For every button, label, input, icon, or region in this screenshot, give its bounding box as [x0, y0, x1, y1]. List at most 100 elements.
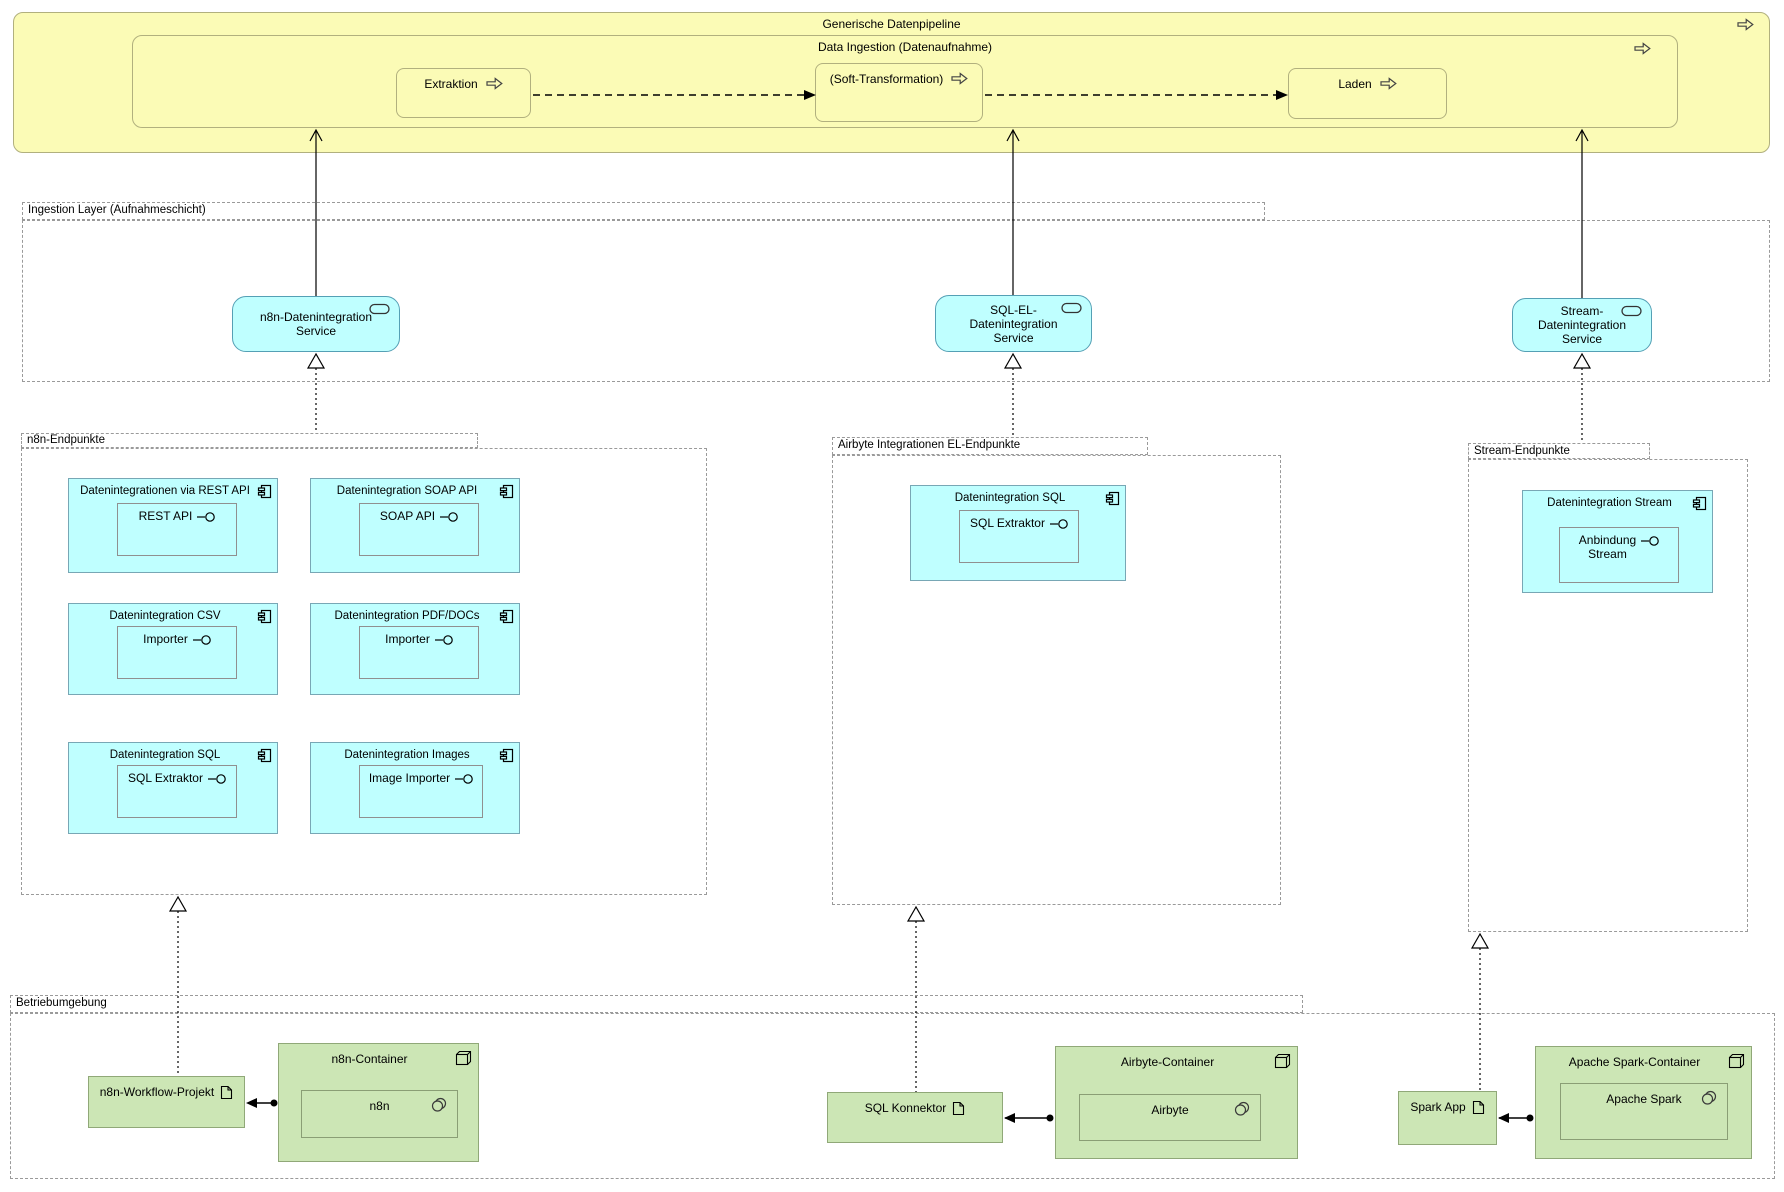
system-software-label: n8n — [369, 1099, 390, 1113]
component-soap-api: Datenintegration SOAP API SOAP API — [310, 478, 520, 573]
group-ingestion-layer-body — [22, 220, 1770, 382]
service-stream-datenintegration: Stream- Datenintegration Service — [1512, 298, 1652, 352]
process-arrow-icon — [1380, 77, 1397, 90]
group-n8n-endpunkte-body — [21, 448, 707, 895]
group-betriebumgebung-tab: Betriebumgebung — [10, 995, 1303, 1013]
interface-box: Importer — [117, 626, 237, 679]
interface-lollipop-icon — [440, 512, 458, 522]
realization-lines — [177, 368, 1583, 1092]
service-sql-el-datenintegration: SQL-EL- Datenintegration Service — [935, 295, 1092, 352]
component-icon — [499, 609, 514, 624]
system-software-icon — [1234, 1101, 1250, 1116]
interface-box: SQL Extraktor — [117, 765, 237, 818]
process-soft-transformation: (Soft-Transformation) — [815, 63, 983, 122]
group-n8n-endpunkte-tab: n8n-Endpunkte — [21, 433, 478, 448]
component-icon — [1692, 496, 1707, 511]
node-title: n8n-Container — [331, 1052, 408, 1066]
interface-lollipop-icon — [192, 635, 211, 645]
component-stream: Datenintegration Stream Anbindung Stream — [1522, 490, 1713, 593]
interface-box: SOAP API — [359, 503, 479, 556]
group-betriebumgebung-title: Betriebumgebung — [16, 997, 107, 1009]
process-label: Laden — [1338, 77, 1372, 91]
system-software-apache-spark: Apache Spark — [1560, 1083, 1728, 1140]
component-pdf-docs: Datenintegration PDF/DOCs Importer — [310, 603, 520, 695]
component-title: Datenintegration Stream — [1547, 497, 1672, 509]
artifact-label: n8n-Workflow-Projekt — [99, 1085, 215, 1099]
system-software-icon — [431, 1097, 447, 1112]
component-rest-api: Datenintegrationen via REST API REST API — [68, 478, 278, 573]
interface-label: SOAP API — [379, 509, 436, 523]
artifact-label: Spark App — [1410, 1100, 1466, 1114]
component-icon — [499, 748, 514, 763]
interface-lollipop-icon — [455, 774, 473, 784]
interface-lollipop-icon — [1049, 519, 1068, 529]
flow-arrowhead — [804, 90, 816, 100]
component-icon — [499, 484, 514, 499]
component-csv: Datenintegration CSV Importer — [68, 603, 278, 695]
service-pill-icon — [369, 303, 390, 315]
interface-box: REST API — [117, 503, 237, 556]
system-software-airbyte: Airbyte — [1079, 1094, 1261, 1141]
interface-box: SQL Extraktor — [959, 510, 1079, 563]
node-cube-icon — [455, 1050, 472, 1066]
process-arrow-icon — [1634, 42, 1651, 55]
component-icon — [257, 609, 272, 624]
interface-label: Importer — [143, 632, 188, 646]
component-title: Datenintegration SQL — [109, 749, 221, 761]
artifact-sql-konnektor: SQL Konnektor — [827, 1092, 1003, 1143]
component-icon — [1105, 491, 1120, 506]
system-software-n8n: n8n — [301, 1090, 458, 1138]
component-title: Datenintegration PDF/DOCs — [334, 610, 480, 622]
access-endings — [246, 1098, 1534, 1123]
component-title: Datenintegrationen via REST API — [80, 485, 250, 497]
process-title: Generische Datenpipeline — [822, 17, 961, 31]
group-n8n-endpunkte-title: n8n-Endpunkte — [27, 434, 106, 446]
artifact-document-icon — [1472, 1100, 1484, 1115]
interface-label: SQL Extraktor — [970, 516, 1045, 530]
node-title: Apache Spark-Container — [1568, 1055, 1701, 1069]
interface-lollipop-icon — [197, 512, 216, 522]
component-images: Datenintegration Images Image Importer — [310, 742, 520, 834]
process-arrow-icon — [486, 77, 503, 90]
group-ingestion-layer-tab: Ingestion Layer (Aufnahmeschicht) — [22, 202, 1265, 220]
artifact-spark-app: Spark App — [1398, 1091, 1497, 1145]
node-cube-icon — [1274, 1053, 1291, 1069]
node-cube-icon — [1728, 1053, 1745, 1069]
process-extraktion: Extraktion — [396, 68, 531, 118]
realization-triangles — [168, 352, 1592, 949]
process-label: Extraktion — [424, 77, 478, 91]
system-software-label: Apache Spark — [1606, 1092, 1682, 1106]
group-stream-endpunkte-body — [1468, 459, 1748, 932]
group-stream-endpunkte-title: Stream-Endpunkte — [1474, 445, 1570, 457]
function-title: Data Ingestion (Datenaufnahme) — [817, 40, 993, 54]
service-pill-icon — [1621, 305, 1642, 317]
serving-arrows — [309, 128, 1589, 298]
group-betriebumgebung-body — [10, 1013, 1775, 1179]
service-pill-icon — [1061, 302, 1082, 314]
node-apache-spark-container: Apache Spark-Container Apache Spark — [1535, 1046, 1752, 1159]
node-airbyte-container: Airbyte-Container Airbyte — [1055, 1046, 1298, 1159]
process-arrow-icon — [951, 72, 969, 85]
flow-arrowhead — [1276, 90, 1288, 100]
interface-box: Image Importer — [359, 765, 483, 818]
system-software-icon — [1701, 1090, 1717, 1105]
artifact-document-icon — [953, 1101, 965, 1116]
service-n8n-datenintegration: n8n-Datenintegration Service — [232, 296, 400, 352]
service-label: Stream- Datenintegration Service — [1537, 304, 1627, 346]
node-n8n-container: n8n-Container n8n — [278, 1043, 479, 1162]
process-label: (Soft-Transformation) — [829, 72, 944, 86]
process-laden: Laden — [1288, 68, 1447, 119]
service-label: n8n-Datenintegration Service — [259, 310, 373, 338]
interface-box: Importer — [359, 626, 479, 679]
group-airbyte-endpunkte-title: Airbyte Integrationen EL-Endpunkte — [838, 439, 1021, 451]
interface-box: Anbindung Stream — [1559, 527, 1679, 583]
interface-label: Anbindung Stream — [1578, 533, 1637, 561]
interface-lollipop-icon — [434, 635, 453, 645]
interface-lollipop-icon — [1641, 536, 1659, 546]
component-icon — [257, 484, 272, 499]
component-title: Datenintegration SOAP API — [336, 485, 478, 497]
component-title: Datenintegration Images — [344, 749, 470, 761]
artifact-document-icon — [221, 1085, 233, 1100]
group-stream-endpunkte-tab: Stream-Endpunkte — [1468, 443, 1650, 459]
